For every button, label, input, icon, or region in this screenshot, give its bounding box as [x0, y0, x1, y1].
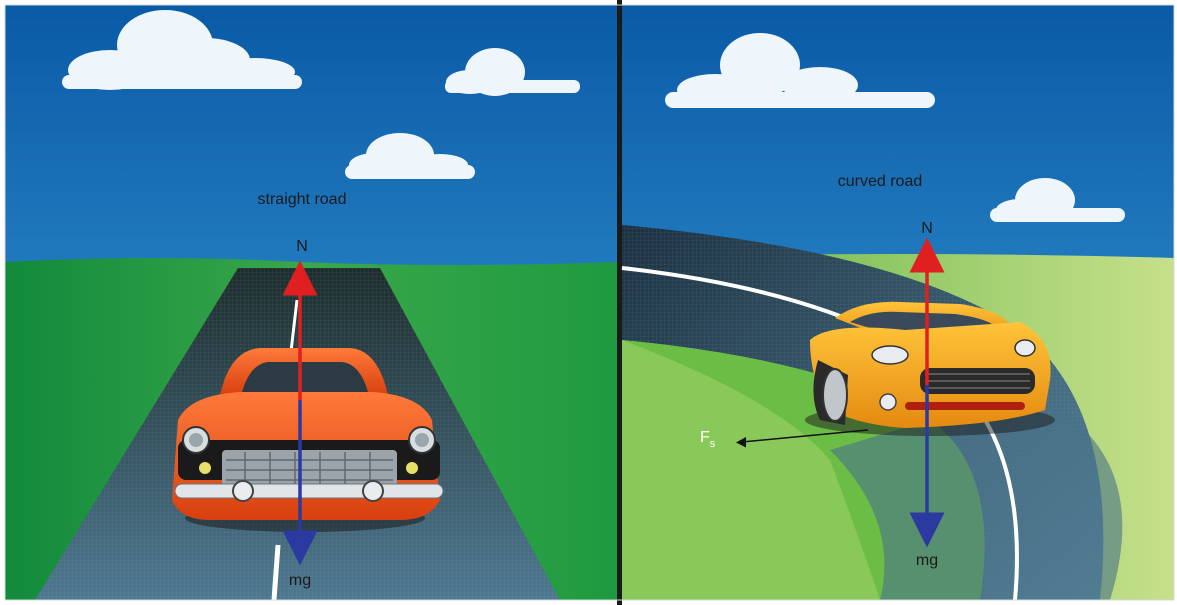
left-caption: straight road — [258, 191, 347, 208]
right-caption: curved road — [838, 173, 923, 190]
panel-divider — [617, 0, 622, 605]
right-weight-label: mg — [916, 552, 938, 569]
left-weight-label: mg — [289, 572, 311, 589]
right-normal-force-label: N — [921, 220, 933, 237]
left-normal-force-label: N — [296, 238, 308, 255]
right-panel-curved-road: curved road N mg Fs — [622, 5, 1174, 600]
left-panel-straight-road: straight road N mg — [5, 5, 617, 600]
